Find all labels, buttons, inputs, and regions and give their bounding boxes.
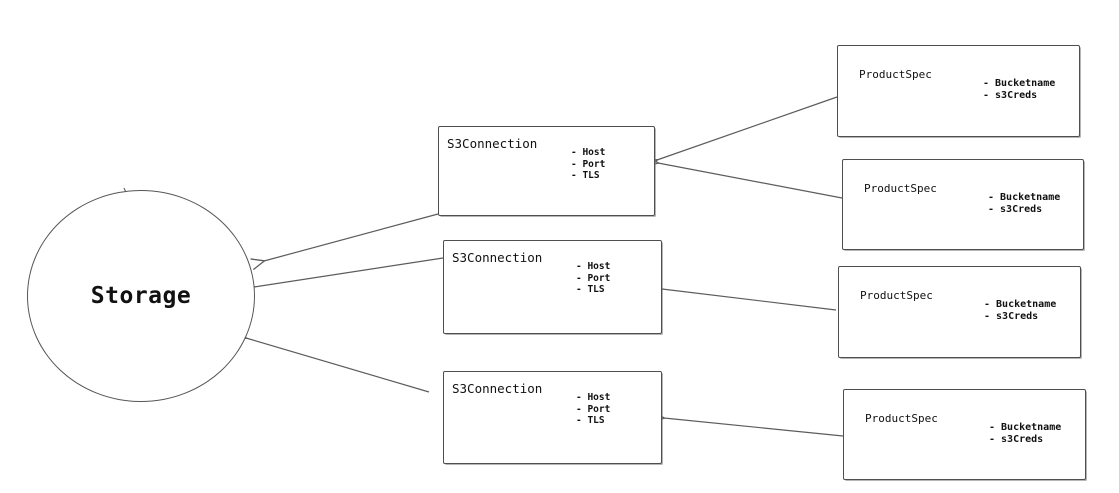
- attribute: - Bucketname: [984, 299, 1057, 310]
- attribute: - s3Creds: [983, 90, 1038, 101]
- edge-productspec4-to-s3connection3: [650, 410, 844, 437]
- attribute: - TLS: [576, 415, 605, 426]
- attribute: - Bucketname: [988, 192, 1061, 203]
- attribute: - Port: [576, 272, 611, 284]
- edge-s3connection1-to-storage: [250, 213, 439, 271]
- productspec-node-1: ProductSpec - Bucketname - s3Creds: [837, 45, 1080, 137]
- attribute: - Bucketname: [983, 78, 1056, 89]
- productspec-node-3: ProductSpec - Bucketname - s3Creds: [838, 266, 1081, 358]
- attribute: - s3Creds: [988, 204, 1043, 215]
- attribute: - Port: [571, 158, 606, 170]
- s3connection-node-1: S3Connection - Host - Port - TLS: [438, 126, 655, 216]
- node-title: S3Connection: [447, 136, 538, 151]
- attribute: - Bucketname: [989, 422, 1062, 433]
- attribute: - TLS: [571, 170, 600, 181]
- edge-productspec2-to-s3connection1: [644, 154, 843, 199]
- attribute: - s3Creds: [984, 311, 1039, 322]
- attribute-list: - Bucketname - s3Creds: [988, 192, 1060, 216]
- storage-label: Storage: [90, 283, 192, 309]
- attribute: - Host: [576, 392, 611, 403]
- attribute: - s3Creds: [989, 434, 1044, 445]
- attribute: - Host: [576, 261, 611, 272]
- node-title: ProductSpec: [865, 412, 938, 425]
- s3connection-node-3: S3Connection - Host - Port - TLS: [443, 371, 662, 464]
- s3connection-node-2: S3Connection - Host - Port - TLS: [443, 240, 662, 334]
- attribute-list: - Host - Port - TLS: [576, 392, 610, 427]
- node-title: ProductSpec: [864, 182, 937, 195]
- productspec-node-2: ProductSpec - Bucketname - s3Creds: [842, 159, 1084, 250]
- node-title: ProductSpec: [859, 68, 932, 81]
- node-title: ProductSpec: [860, 289, 933, 302]
- node-title: S3Connection: [452, 250, 543, 265]
- attribute: - Host: [571, 147, 606, 158]
- attribute-list: - Host - Port - TLS: [571, 147, 605, 182]
- storage-node: Storage: [27, 190, 255, 402]
- node-title: S3Connection: [452, 381, 543, 396]
- attribute-list: - Host - Port - TLS: [576, 261, 610, 296]
- attribute-list: - Bucketname - s3Creds: [984, 299, 1056, 323]
- attribute-list: - Bucketname - s3Creds: [989, 422, 1061, 446]
- edge-productspec1-to-s3connection1: [643, 96, 838, 170]
- productspec-node-4: ProductSpec - Bucketname - s3Creds: [843, 389, 1086, 480]
- edge-s3connection2-to-storage: [240, 257, 444, 295]
- edge-productspec3-to-s3connection2: [648, 281, 837, 311]
- attribute: - Port: [576, 403, 611, 415]
- attribute: - TLS: [576, 284, 605, 295]
- edge-s3connection3-to-storage: [232, 328, 430, 393]
- attribute-list: - Bucketname - s3Creds: [983, 78, 1055, 102]
